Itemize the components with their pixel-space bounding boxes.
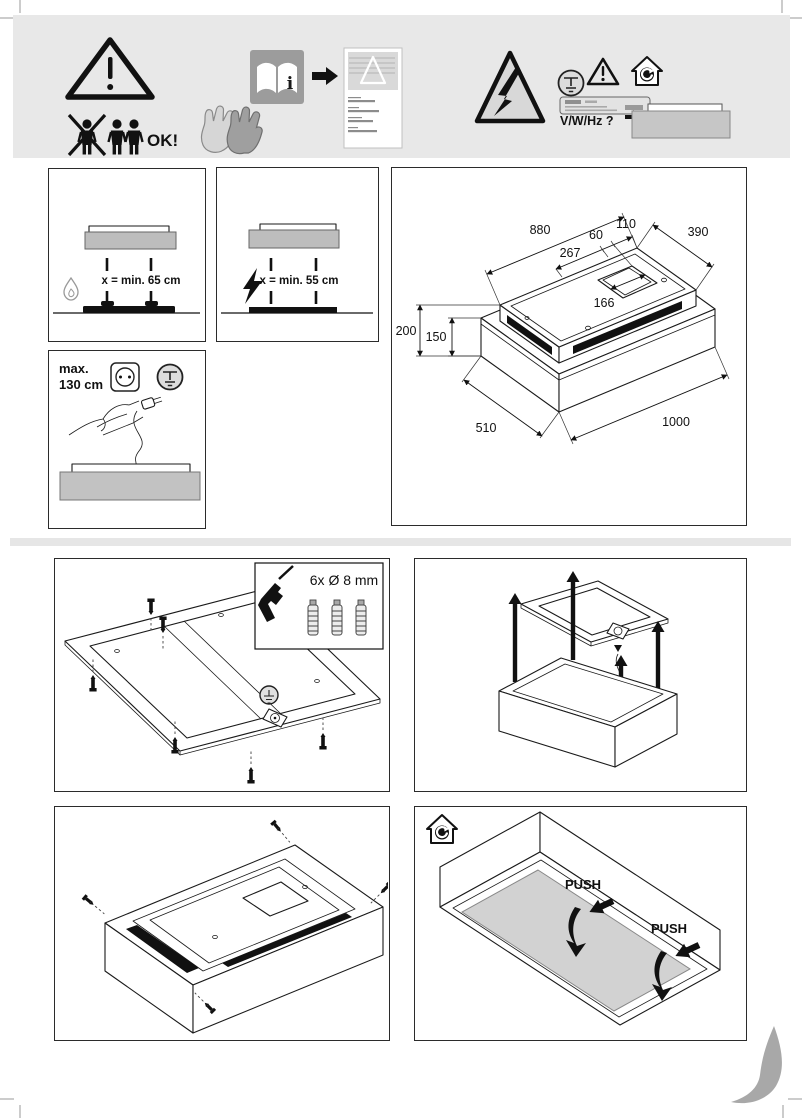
electric-clearance-panel: x = min. 55 cm [216, 167, 379, 342]
dim-267: 267 [560, 246, 581, 260]
dim-1000: 1000 [662, 415, 690, 429]
terminal-box [606, 622, 630, 652]
earth-ground-icon [557, 69, 585, 97]
page-curl-graphic [731, 1026, 782, 1104]
drilling-template-panel: 6x Ø 8 mm [54, 558, 390, 792]
section-divider [10, 538, 791, 546]
ok-label: OK! [147, 131, 178, 150]
push-front: PUSH [565, 877, 617, 957]
terminal-box [262, 708, 288, 728]
distance-marks [269, 258, 318, 304]
mounting-frame [520, 580, 669, 652]
dim-200: 200 [396, 324, 417, 338]
drill-inset: 6x Ø 8 mm [254, 562, 384, 650]
hood-cross-section [248, 223, 340, 249]
gas-hob [83, 301, 175, 313]
wall-plug-anchors-icon [307, 599, 367, 636]
hood-top-view [59, 463, 201, 501]
dim-110: 110 [616, 217, 636, 231]
dim-390: 390 [688, 225, 709, 239]
hood-insertion-panel [414, 558, 747, 792]
warning-triangle-icon [65, 37, 155, 100]
push-label-front: PUSH [565, 877, 601, 892]
cabinet-with-hood [104, 844, 384, 1034]
push-label-rear: PUSH [651, 921, 687, 936]
safety-banner: OK! i V/W/H [13, 15, 790, 158]
lightning-bolt-icon [243, 268, 262, 304]
fixing-screws-panel [54, 806, 390, 1041]
electric-shock-triangle-icon [474, 50, 546, 124]
gas-clearance-label: x = min. 65 cm [102, 275, 181, 287]
distance-marks [105, 258, 153, 304]
gas-flame-icon [63, 277, 79, 301]
arrow-right-icon [312, 67, 338, 85]
gas-clearance-panel: x = min. 65 cm [48, 168, 206, 342]
power-drill-icon [258, 565, 294, 622]
hand-with-plug [68, 396, 163, 436]
vent-strip-right [222, 913, 352, 967]
power-cable-panel: max. 130 cm [48, 350, 206, 529]
vent-strip-left [507, 315, 552, 355]
vent-strip-right [573, 301, 682, 354]
filter-push-panel: PUSH PUSH [414, 806, 747, 1041]
electric-hob [249, 307, 337, 313]
single-person-crossed-icon [67, 113, 107, 157]
dim-510: 510 [476, 421, 497, 435]
hood-cross-section [84, 225, 177, 250]
hood-underside [439, 811, 721, 1026]
instruction-leaflet-icon [343, 47, 403, 149]
recirculation-house-icon [630, 55, 664, 87]
dim-60: 60 [589, 228, 603, 242]
cable-max-label: max. [59, 361, 89, 376]
dim-880: 880 [530, 223, 551, 237]
hood-isometric-drawing [480, 247, 716, 413]
power-socket-icon [110, 362, 140, 392]
recirculation-house-icon [425, 813, 459, 845]
dim-166: 166 [594, 296, 615, 310]
hood-silhouette [631, 103, 731, 139]
protective-gloves-icon [200, 105, 263, 155]
dim-150: 150 [426, 330, 447, 344]
dimension-lines: 880 110 60 267 390 166 150 200 510 1000 [396, 212, 730, 445]
drill-label: 6x Ø 8 mm [310, 572, 378, 588]
hood-body [498, 657, 678, 768]
grease-filter-panel [461, 869, 691, 1012]
earth-ground-icon [156, 363, 184, 391]
power-question-label: V/W/Hz ? [560, 114, 613, 128]
push-rear: PUSH [651, 921, 703, 1001]
two-persons-ok-icon [107, 118, 144, 156]
read-manual-book-icon: i [250, 50, 304, 104]
cable-length-label: 130 cm [59, 377, 103, 392]
dimensions-panel: 880 110 60 267 390 166 150 200 510 1000 [391, 167, 747, 526]
svg-text:i: i [287, 74, 294, 94]
vent-strip-left [126, 925, 199, 973]
warning-triangle-small-icon [586, 57, 620, 86]
electric-clearance-label: x = min. 55 cm [260, 275, 339, 287]
